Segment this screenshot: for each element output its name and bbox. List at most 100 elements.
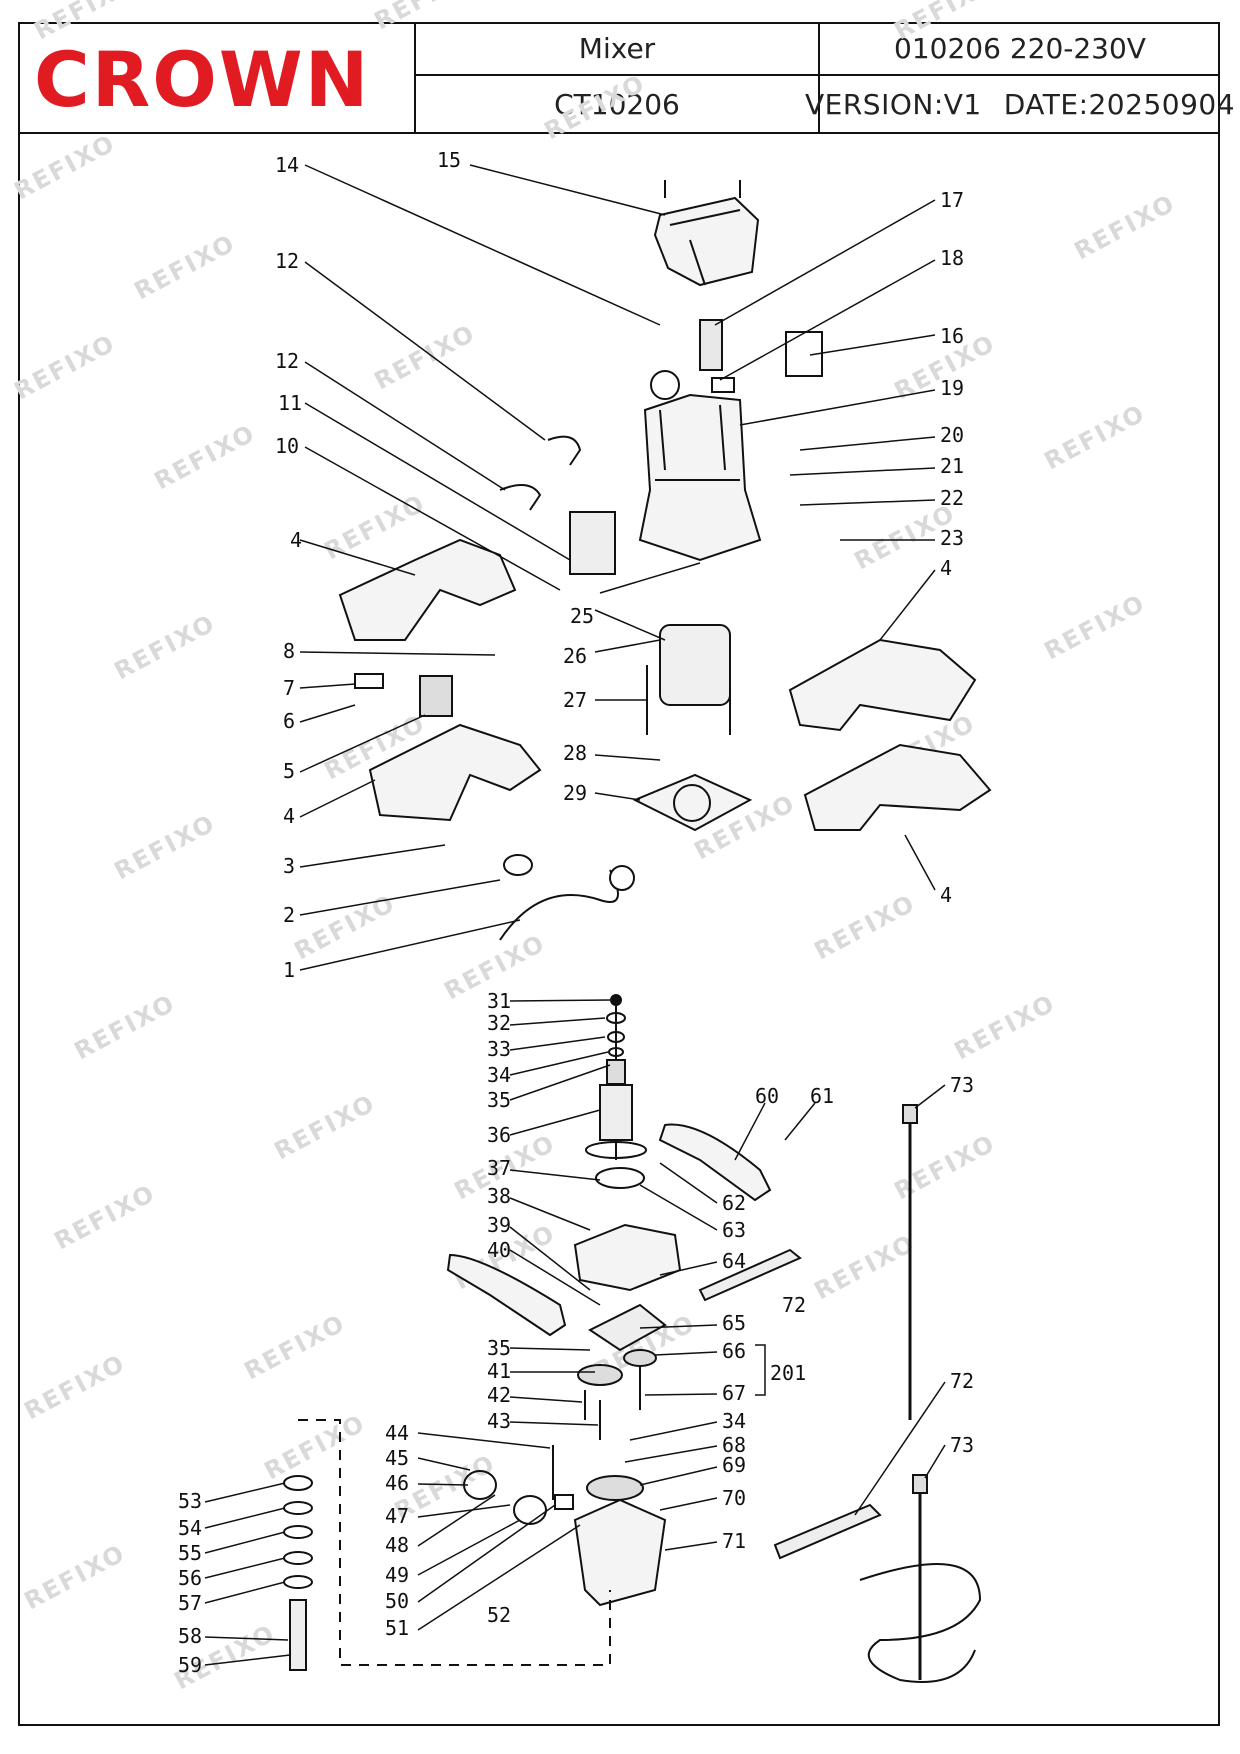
callout-1: 1 [283, 958, 295, 982]
callout-69: 69 [722, 1453, 746, 1477]
callout-11: 11 [278, 391, 302, 415]
callout-73-a: 73 [950, 1073, 974, 1097]
callout-17: 17 [940, 188, 964, 212]
part-wrench-lower [773, 1503, 882, 1560]
part-washer-55 [283, 1525, 313, 1539]
part-fan-baffle [632, 773, 753, 832]
part-gear-housing [573, 1223, 682, 1292]
watermark-text: REFIXO [950, 989, 1060, 1065]
callout-35-b: 35 [487, 1336, 511, 1360]
callout-26: 26 [563, 644, 587, 668]
part-power-cord [499, 869, 619, 941]
callout-15: 15 [437, 148, 461, 172]
part-mixing-paddle [859, 1474, 982, 1683]
callout-48: 48 [385, 1533, 409, 1557]
part-gearbox [573, 1498, 667, 1607]
watermark-text: REFIXO [110, 809, 220, 885]
part-stator [659, 624, 731, 706]
callout-40: 40 [487, 1238, 511, 1262]
callout-201: 201 [770, 1361, 806, 1385]
watermark-text: REFIXO [810, 889, 920, 965]
callout-45: 45 [385, 1446, 409, 1470]
product-code-voltage: 010206 220-230V [820, 22, 1220, 76]
watermark-text: REFIXO [10, 129, 120, 205]
callout-38: 38 [487, 1184, 511, 1208]
callout-71: 71 [722, 1529, 746, 1553]
watermark-text: REFIXO [240, 1309, 350, 1385]
callout-67: 67 [722, 1381, 746, 1405]
part-washer-32 [606, 1012, 626, 1024]
callout-12-upper: 12 [275, 249, 299, 273]
watermark-text: REFIXO [70, 989, 180, 1065]
part-capacitor [699, 319, 723, 371]
watermark-text: REFIXO [150, 419, 260, 495]
callout-23: 23 [940, 526, 964, 550]
part-gear-plate [588, 1303, 667, 1352]
version-date: VERSION:V1 DATE:20250904 [805, 76, 1235, 132]
callout-42: 42 [487, 1383, 511, 1407]
callout-20: 20 [940, 423, 964, 447]
callout-25: 25 [570, 604, 594, 628]
part-gear-41 [577, 1364, 623, 1386]
part-bearing-53 [283, 1475, 313, 1491]
part-hose-lower [499, 484, 542, 511]
watermark-text: REFIXO [890, 0, 1000, 45]
callout-labels: 14 15 17 18 16 19 20 21 22 23 12 12 11 1… [178, 148, 974, 1677]
watermark-text: REFIXO [20, 1349, 130, 1425]
callout-21: 21 [940, 454, 964, 478]
leader-lines-lower [204, 999, 946, 1666]
part-top-cover [653, 180, 760, 287]
part-washer-56 [283, 1551, 313, 1565]
callout-27: 27 [563, 688, 587, 712]
watermark-text: REFIXO [1040, 399, 1150, 475]
brand-logo-text: CROWN [34, 35, 370, 124]
watermark-text: REFIXO [110, 609, 220, 685]
part-gear-69 [586, 1475, 644, 1501]
part-side-handle-right [658, 1123, 772, 1202]
callout-44: 44 [385, 1421, 409, 1445]
part-fan [595, 1167, 645, 1189]
watermark-text: REFIXO [30, 0, 140, 45]
callout-58: 58 [178, 1624, 202, 1648]
part-plate-50 [554, 1494, 574, 1510]
callout-34-b: 34 [722, 1409, 746, 1433]
callout-59: 59 [178, 1653, 202, 1677]
watermark-text: REFIXO [130, 229, 240, 305]
callout-70: 70 [722, 1486, 746, 1510]
callout-68: 68 [722, 1433, 746, 1457]
callout-36: 36 [487, 1123, 511, 1147]
callout-53: 53 [178, 1489, 202, 1513]
callout-35: 35 [487, 1088, 511, 1112]
callout-2: 2 [283, 903, 295, 927]
callout-31: 31 [487, 989, 511, 1013]
part-label [785, 331, 823, 377]
callout-7: 7 [283, 676, 295, 700]
callout-33: 33 [487, 1037, 511, 1061]
parts-drawing [283, 180, 992, 1683]
part-washer-34 [608, 1047, 624, 1057]
part-hose-upper [547, 435, 582, 466]
callout-34: 34 [487, 1063, 511, 1087]
callout-37: 37 [487, 1156, 511, 1180]
callout-65: 65 [722, 1311, 746, 1335]
part-circlip-57 [283, 1575, 313, 1589]
callout-57: 57 [178, 1591, 202, 1615]
part-handle-left-upper [338, 538, 517, 641]
part-motor-housing [638, 393, 762, 562]
model-number: CT10206 [416, 76, 820, 132]
callout-22: 22 [940, 486, 964, 510]
callout-29: 29 [563, 781, 587, 805]
callout-19: 19 [940, 376, 964, 400]
callout-4-a: 4 [290, 528, 302, 552]
callout-43: 43 [487, 1409, 511, 1433]
watermark-text: REFIXO [890, 1129, 1000, 1205]
callout-47: 47 [385, 1504, 409, 1528]
callout-32: 32 [487, 1011, 511, 1035]
callout-28: 28 [563, 741, 587, 765]
callout-62: 62 [722, 1191, 746, 1215]
group-bracket [298, 1419, 611, 1666]
callout-51: 51 [385, 1616, 409, 1640]
callout-10: 10 [275, 434, 299, 458]
